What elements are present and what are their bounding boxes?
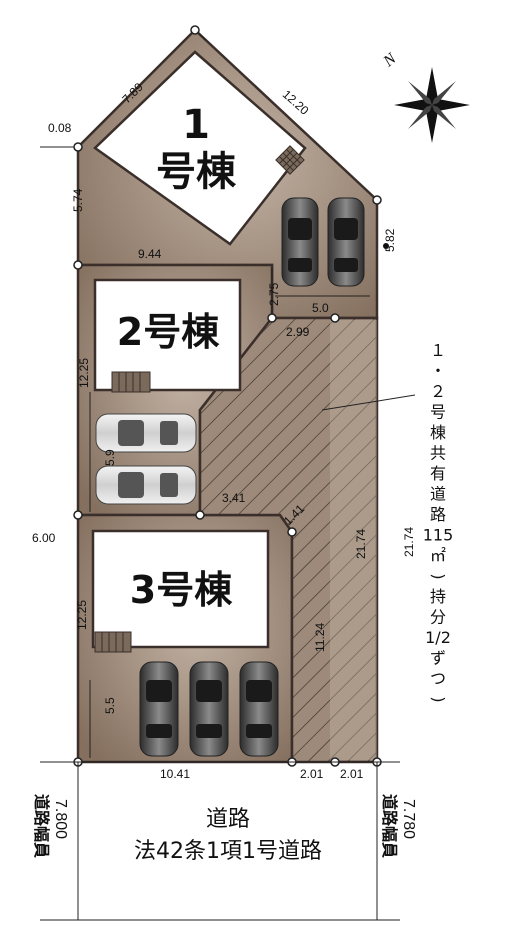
shared-road-label-line: ・	[430, 362, 446, 381]
building-3	[91, 529, 270, 649]
dim-5-9: 5.9	[103, 449, 117, 466]
dim-21-74-a: 21.74	[354, 529, 368, 559]
dim-5-5: 5.5	[103, 697, 117, 714]
marker-dot	[383, 243, 389, 249]
shared-road-label-line: 1/2	[425, 628, 451, 647]
dim-9-44: 9.44	[138, 247, 162, 261]
car-lot3-b	[189, 661, 229, 757]
dim-2-01-a: 2.01	[300, 767, 324, 781]
car-lot1-a	[281, 197, 319, 287]
entrance-grate-1	[275, 145, 305, 175]
building-2-name: 2号棟	[117, 310, 220, 354]
car-lot2-a	[95, 413, 197, 453]
shared-road-label-line: 号	[430, 403, 446, 422]
dim-5-74: 5.74	[71, 188, 85, 212]
shared-road-label-line: 有	[430, 464, 446, 483]
shared-road-label-line: 共	[430, 444, 446, 463]
road-width-value-right: 7.780	[400, 799, 417, 839]
dim-21-74-b: 21.74	[402, 527, 416, 557]
dim-11-24: 11.24	[313, 623, 327, 652]
shared-road-label-line: ず	[430, 649, 446, 668]
dimension-lines	[40, 29, 370, 758]
car-lot2-b	[95, 465, 197, 505]
car-lot3-a	[139, 661, 179, 757]
dim-10-41: 10.41	[160, 767, 190, 781]
front-road-type: 法42条1項1号道路	[134, 839, 322, 864]
shared-road-label-line: )	[429, 696, 448, 702]
car-lot1-b	[327, 197, 365, 287]
entrance-grate-3	[94, 631, 132, 653]
shared-road-leader	[321, 394, 416, 411]
shared-road-label-line: 道	[430, 485, 446, 504]
shared-road-label-line: )	[429, 573, 448, 579]
building-1-name: 号棟	[156, 149, 237, 195]
shared-road-label-line: つ	[430, 669, 446, 688]
dim-5-0: 5.0	[312, 301, 329, 315]
shared-road-label-line: 路	[430, 505, 446, 524]
shared-road-label-line: 棟	[430, 423, 446, 442]
front-road-name: 道路	[206, 807, 250, 832]
shared-road-label-line: １	[430, 341, 446, 360]
dim-6-00: 6.00	[32, 531, 56, 545]
shared-road-label-line: 分	[430, 608, 446, 627]
dim-2-75: 2.75	[267, 282, 281, 306]
dim-12-25-b: 12.25	[75, 600, 89, 630]
road-width-label-left: 道路幅員	[32, 794, 51, 858]
compass-north-label: N	[380, 49, 401, 70]
road-width-label-right: 道路幅員	[380, 794, 399, 858]
car-lot3-c	[239, 661, 279, 757]
front-road	[40, 761, 400, 921]
entrance-grate-2	[111, 371, 151, 393]
dim-12-25-a: 12.25	[77, 358, 91, 388]
dim-2-99: 2.99	[286, 325, 310, 339]
compass-rose-icon	[394, 67, 470, 143]
building-3-name: 3号棟	[130, 568, 233, 612]
building-1-number: 1	[182, 102, 210, 148]
shared-road-label-line: ２	[430, 382, 446, 401]
building-1	[93, 50, 307, 246]
road-width-value-left: 7.800	[52, 799, 69, 839]
shared-road-label-line: 持	[430, 587, 446, 606]
dim-3-41: 3.41	[222, 491, 246, 505]
shared-road-label-line: ㎡	[430, 546, 446, 565]
dim-0-08: 0.08	[48, 121, 72, 135]
dim-2-01-b: 2.01	[340, 767, 364, 781]
dim-5-82: 5.82	[383, 228, 397, 252]
shared-road-label-line: 115	[423, 526, 454, 545]
shared-road-band	[330, 320, 377, 760]
